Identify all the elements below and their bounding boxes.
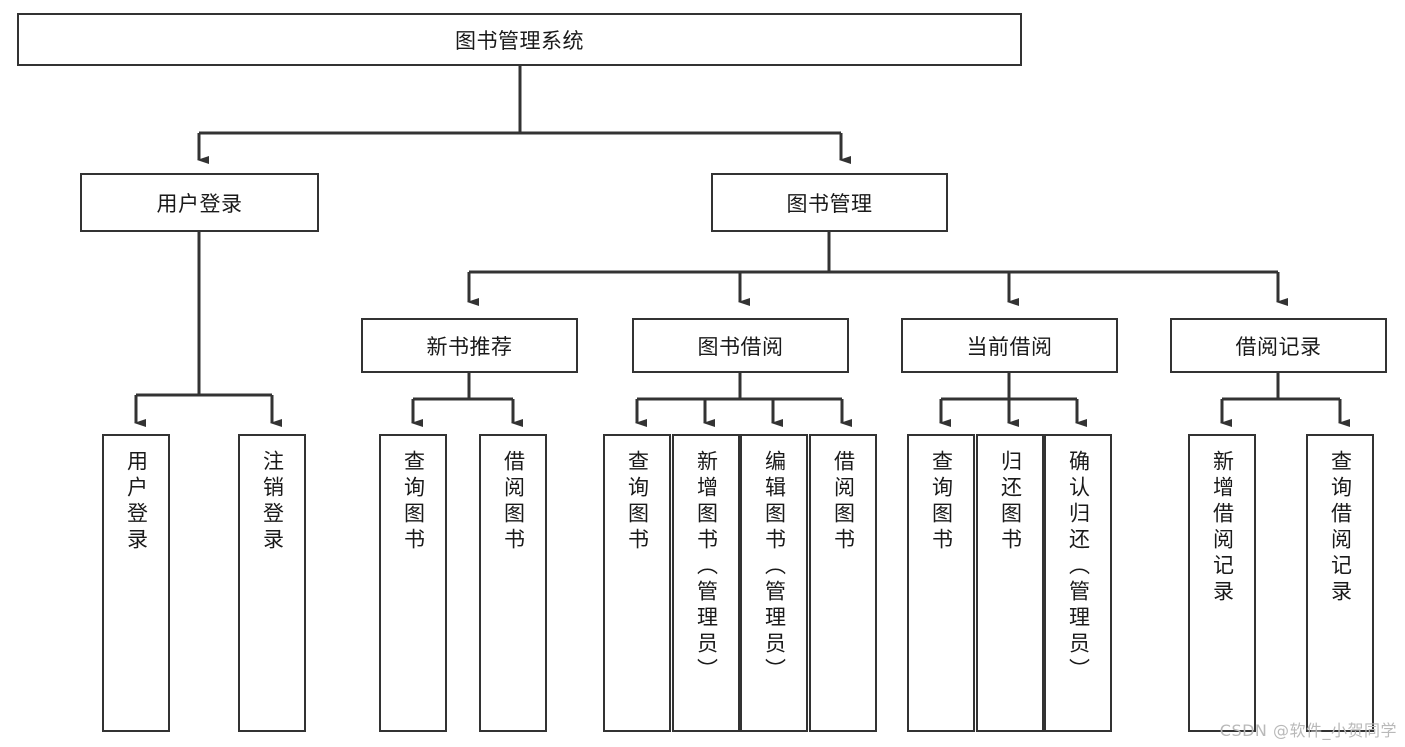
node-leaf-query-book-3-label: 查询图书	[929, 450, 954, 554]
node-leaf-user-login-label: 用户登录	[124, 450, 149, 554]
node-root-label: 图书管理系统	[455, 28, 584, 53]
node-leaf-borrow-book-2-label: 借阅图书	[831, 450, 856, 554]
node-borrow-record[interactable]: 借阅记录	[1170, 318, 1387, 373]
node-book-management[interactable]: 图书管理	[711, 173, 948, 232]
node-leaf-logout-login-label: 注销登录	[260, 450, 285, 554]
node-root[interactable]: 图书管理系统	[17, 13, 1022, 66]
node-leaf-edit-book-label: 编辑图书（管理员）	[762, 450, 787, 684]
node-leaf-query-book-1[interactable]: 查询图书	[379, 434, 447, 732]
node-book-borrow-label: 图书借阅	[697, 334, 784, 359]
node-current-borrow[interactable]: 当前借阅	[901, 318, 1118, 373]
node-leaf-logout-login[interactable]: 注销登录	[238, 434, 306, 732]
node-leaf-query-book-2-label: 查询图书	[625, 450, 650, 554]
node-leaf-query-book-1-label: 查询图书	[401, 450, 426, 554]
node-current-borrow-label: 当前借阅	[966, 334, 1053, 359]
node-leaf-return-book-label: 归还图书	[998, 450, 1023, 554]
node-leaf-borrow-book-2[interactable]: 借阅图书	[809, 434, 877, 732]
node-new-book-recommend-label: 新书推荐	[426, 334, 513, 359]
node-leaf-add-book[interactable]: 新增图书（管理员）	[672, 434, 740, 732]
node-user-login[interactable]: 用户登录	[80, 173, 319, 232]
node-leaf-return-book[interactable]: 归还图书	[976, 434, 1044, 732]
node-leaf-borrow-book-1[interactable]: 借阅图书	[479, 434, 547, 732]
node-new-book-recommend[interactable]: 新书推荐	[361, 318, 578, 373]
node-leaf-add-record-label: 新增借阅记录	[1210, 450, 1235, 606]
node-leaf-edit-book[interactable]: 编辑图书（管理员）	[740, 434, 808, 732]
node-leaf-add-record[interactable]: 新增借阅记录	[1188, 434, 1256, 732]
node-leaf-query-record[interactable]: 查询借阅记录	[1306, 434, 1374, 732]
node-book-borrow[interactable]: 图书借阅	[632, 318, 849, 373]
node-leaf-confirm-return[interactable]: 确认归还（管理员）	[1044, 434, 1112, 732]
node-user-login-label: 用户登录	[156, 191, 243, 216]
node-leaf-query-book-3[interactable]: 查询图书	[907, 434, 975, 732]
node-leaf-add-book-label: 新增图书（管理员）	[694, 450, 719, 684]
node-leaf-borrow-book-1-label: 借阅图书	[501, 450, 526, 554]
node-leaf-confirm-return-label: 确认归还（管理员）	[1066, 450, 1091, 684]
node-leaf-query-record-label: 查询借阅记录	[1328, 450, 1353, 606]
node-leaf-user-login[interactable]: 用户登录	[102, 434, 170, 732]
csdn-watermark: CSDN @软件_小贺同学	[1219, 721, 1397, 740]
node-borrow-record-label: 借阅记录	[1235, 334, 1322, 359]
node-leaf-query-book-2[interactable]: 查询图书	[603, 434, 671, 732]
node-book-management-label: 图书管理	[786, 191, 873, 216]
